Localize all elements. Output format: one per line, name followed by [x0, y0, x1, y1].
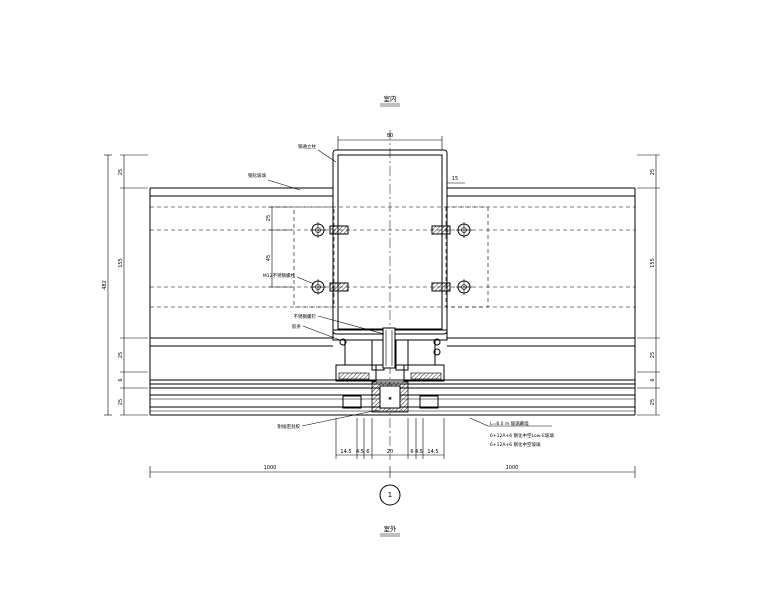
dim-span: 1000 1000	[149, 465, 636, 478]
svg-text:25: 25	[266, 215, 272, 221]
svg-text:6+12A+6 钢化中空Low-E玻璃: 6+12A+6 钢化中空Low-E玻璃	[490, 432, 554, 439]
svg-text:20: 20	[387, 449, 393, 455]
svg-text:M12不锈钢螺栓: M12不锈钢螺栓	[263, 272, 296, 279]
title-exterior: 室外	[384, 524, 398, 533]
svg-text:L=8.0 m 玻璃幕墙: L=8.0 m 玻璃幕墙	[490, 420, 529, 427]
svg-text:25: 25	[650, 399, 656, 405]
svg-text:25: 25	[118, 399, 124, 405]
svg-text:155: 155	[650, 258, 656, 268]
svg-text:6: 6	[118, 378, 124, 381]
svg-text:胶条: 胶条	[292, 323, 301, 330]
svg-text:6: 6	[366, 449, 369, 455]
svg-text:15: 15	[452, 176, 458, 182]
bracket-plates	[293, 206, 489, 308]
svg-text:482: 482	[102, 280, 108, 290]
svg-text:25: 25	[650, 352, 656, 358]
svg-text:耐候密封胶: 耐候密封胶	[278, 423, 301, 430]
dim-left: 482 25 155 25 6 25	[102, 154, 148, 416]
svg-text:25: 25	[650, 169, 656, 175]
svg-text:6+12A+6 钢化中空玻璃: 6+12A+6 钢化中空玻璃	[490, 441, 541, 448]
title-interior: 室内	[384, 94, 397, 103]
svg-text:1000: 1000	[506, 465, 519, 471]
svg-text:155: 155	[118, 258, 124, 268]
detail-number-marker: 1	[379, 484, 401, 506]
svg-text:80: 80	[387, 133, 393, 139]
svg-text:25: 25	[118, 352, 124, 358]
dim-top: 80 15	[337, 133, 465, 184]
svg-text:4.5: 4.5	[415, 449, 423, 455]
dim-bolt-spacing: 25 45	[266, 206, 292, 288]
svg-text:钢通立柱: 钢通立柱	[298, 143, 316, 150]
svg-text:1000: 1000	[264, 465, 277, 471]
dim-right: 25 155 25 6 25	[637, 154, 660, 416]
svg-text:6: 6	[650, 378, 656, 381]
svg-text:25: 25	[118, 169, 124, 175]
svg-text:6: 6	[410, 449, 413, 455]
dim-bottom-chain: 14.5 4.5 6 20 6 4.5 14.5	[335, 418, 445, 459]
aluminium-profile: ✱	[332, 327, 448, 413]
svg-text:不锈钢螺钉: 不锈钢螺钉	[294, 313, 317, 320]
svg-text:45: 45	[266, 255, 272, 261]
callouts: 钢通立柱 钢化玻璃 M12不锈钢螺栓 不锈钢螺钉 胶条 耐候密封胶 L=8.0 …	[248, 143, 554, 448]
svg-text:14.5: 14.5	[427, 449, 438, 455]
svg-text:✱: ✱	[388, 396, 392, 402]
svg-text:钢化玻璃: 钢化玻璃	[248, 172, 266, 179]
svg-text:4.5: 4.5	[356, 449, 364, 455]
bolt-group	[310, 222, 472, 356]
transom-lines	[149, 187, 636, 416]
svg-text:1: 1	[388, 491, 392, 499]
svg-text:14.5: 14.5	[340, 449, 351, 455]
